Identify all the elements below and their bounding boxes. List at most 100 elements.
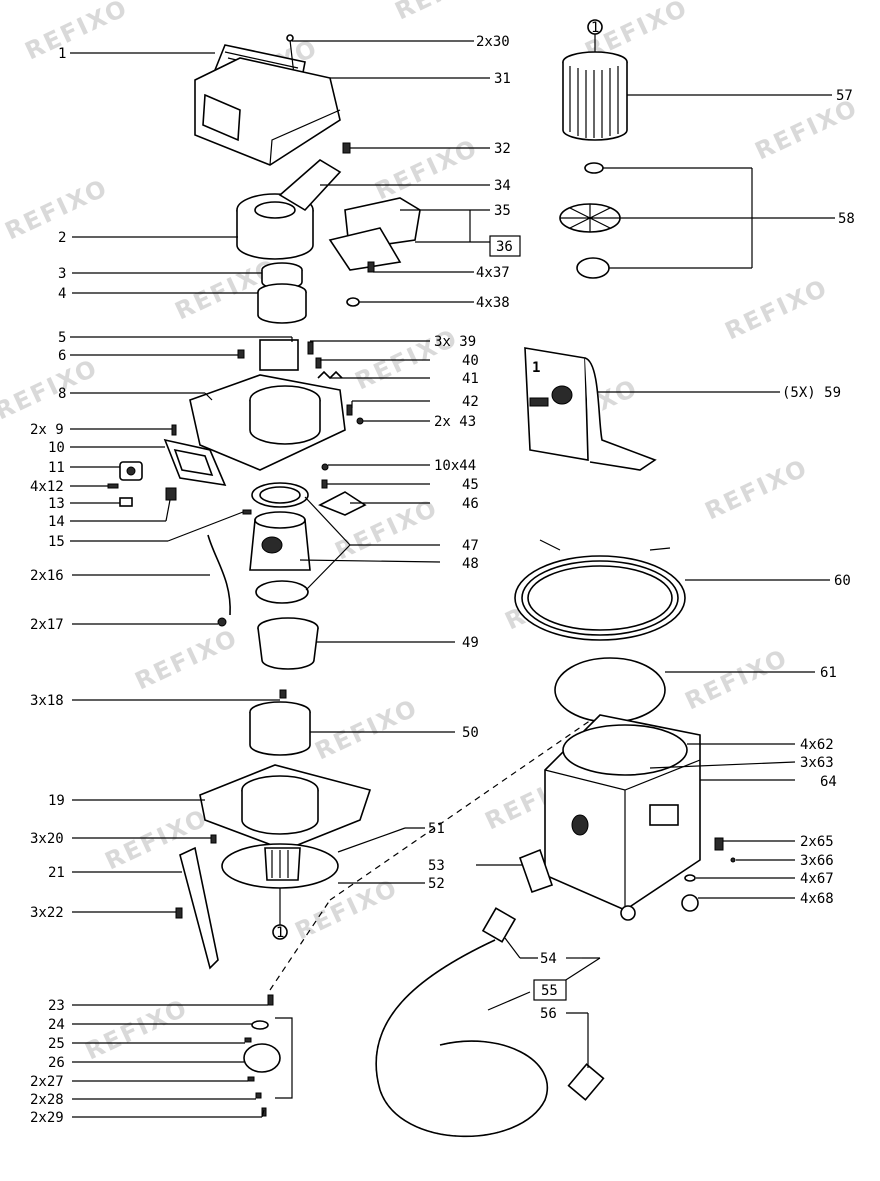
callout-label: 32: [494, 141, 511, 157]
callout-label: 2x30: [476, 34, 510, 50]
castor-wheel: [620, 905, 636, 921]
watermark: REFIXO: [681, 643, 793, 715]
nut-part: [346, 297, 360, 307]
clip-part: [714, 837, 724, 851]
filter-base-part: [576, 257, 610, 279]
callout-label: 4x68: [800, 891, 834, 907]
callout-label: 34: [494, 178, 511, 194]
gasket-ring-part: [255, 580, 309, 604]
mounting-bracket-part: [179, 846, 219, 970]
callout-label: 3x20: [30, 831, 64, 847]
screw-part: [175, 907, 183, 919]
callout-label: 6: [58, 348, 66, 364]
callout-label: 23: [48, 998, 65, 1014]
callout-label: 3x22: [30, 905, 64, 921]
inlet-nozzle-part: [518, 848, 554, 894]
callout-label: 2x17: [30, 617, 64, 633]
motor-part: [249, 511, 311, 571]
watermark: REFIXO: [0, 353, 102, 425]
callout-label: 4x38: [476, 295, 510, 311]
callout-label: 51: [428, 821, 445, 837]
washer-part: [356, 417, 364, 425]
watermark: REFIXO: [371, 133, 483, 205]
power-cable-part: [514, 539, 686, 641]
callout-label: 36: [496, 239, 513, 255]
screw-part: [237, 349, 245, 359]
watermark: REFIXO: [721, 273, 833, 345]
plug-part: [217, 617, 227, 627]
leader-lines: [70, 40, 835, 1118]
screw-part: [321, 479, 328, 489]
callout-label: 53: [428, 858, 445, 874]
callout-label: 64: [820, 774, 837, 790]
container-part: [544, 714, 701, 911]
callout-label: 4: [58, 286, 66, 302]
motor-head-part: [236, 159, 342, 260]
bearing-ring-part: [249, 701, 311, 756]
watermark: REFIXO: [751, 93, 863, 165]
marker-number: 1: [591, 20, 599, 36]
hose-coupling-part: [481, 907, 517, 943]
callout-label: 31: [494, 71, 511, 87]
callout-label: 2x 9: [30, 422, 64, 438]
filter-bag-part: 1: [524, 347, 657, 471]
callout-label: 14: [48, 514, 65, 530]
cartridge-filter-part: [562, 51, 628, 141]
callout-label: 35: [494, 203, 511, 219]
callout-label: 24: [48, 1017, 65, 1033]
switch-bracket-part: [163, 438, 227, 487]
float-valve-assembly: [243, 994, 293, 1117]
callout-label: 46: [462, 496, 479, 512]
callout-label: 5: [58, 330, 66, 346]
callout-label: 3: [58, 266, 66, 282]
clip-part: [342, 142, 351, 154]
switch-plate-part: [259, 339, 299, 371]
filter-sleeve-part: [257, 283, 307, 324]
screw-part: [346, 404, 353, 416]
callout-label: 3x66: [800, 853, 834, 869]
screw-part: [171, 424, 177, 436]
callout-label: 25: [48, 1036, 65, 1052]
watermark: REFIXO: [311, 693, 423, 765]
filter-disc-part: [554, 657, 666, 723]
screw-part: [307, 341, 314, 355]
watermarks: REFIXO REFIXO REFIXO REFIXO REFIXO REFIX…: [0, 0, 862, 1065]
callout-label: 19: [48, 793, 65, 809]
motor-housing-part: [189, 374, 346, 471]
callout-label: 21: [48, 865, 65, 881]
screw-part: [107, 483, 119, 489]
clamp-part: [165, 487, 177, 501]
washer-part: [321, 463, 329, 471]
callout-label: 3x18: [30, 693, 64, 709]
callout-label: 58: [838, 211, 855, 227]
callout-label: 4x37: [476, 265, 510, 281]
screw-part: [730, 857, 736, 863]
callout-label: 15: [48, 534, 65, 550]
spring-part: [317, 370, 343, 380]
screw-part: [315, 357, 322, 369]
callout-label: 2x 43: [434, 414, 476, 430]
callout-label: 2x28: [30, 1092, 64, 1108]
callout-label: 10: [48, 440, 65, 456]
callout-label: 4x12: [30, 479, 64, 495]
filter-retainer-part: [559, 203, 621, 233]
cable-reel-cover-part: [328, 197, 421, 271]
callout-label: 45: [462, 477, 479, 493]
hose-end-part: [567, 1063, 605, 1101]
float-cage-part: [264, 847, 301, 881]
switch-part: [119, 461, 143, 481]
callout-label: 41: [462, 371, 479, 387]
gasket-ring-part: [251, 482, 309, 508]
watermark: REFIXO: [701, 453, 813, 525]
screw-part: [242, 509, 252, 515]
screw-part: [367, 261, 375, 273]
watermark: REFIXO: [21, 0, 133, 65]
callout-label: 42: [462, 394, 479, 410]
filter-nut-part: [584, 162, 604, 174]
callout-label: 2x16: [30, 568, 64, 584]
dashed-link-line: [269, 699, 621, 991]
callout-label: 47: [462, 538, 479, 554]
callout-label: 52: [428, 876, 445, 892]
callout-label: (5X) 59: [782, 385, 841, 401]
watermark: REFIXO: [391, 0, 503, 25]
